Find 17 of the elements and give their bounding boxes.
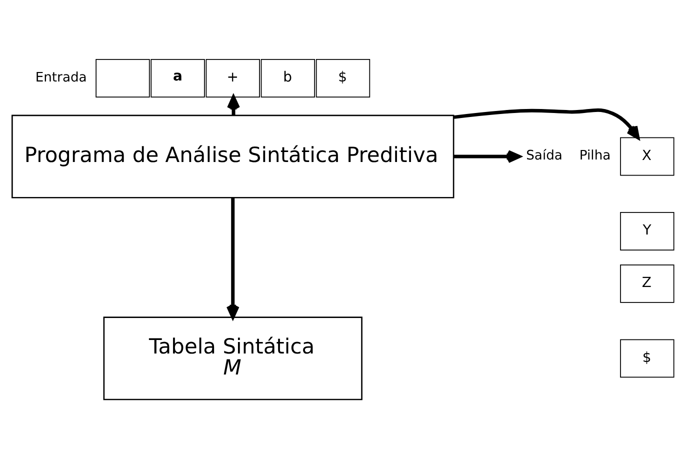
node-box bbox=[96, 59, 150, 98]
node-box: $ bbox=[316, 59, 370, 98]
arrow bbox=[454, 108, 640, 140]
node-label: Pilha bbox=[579, 148, 611, 164]
arrow bbox=[226, 198, 240, 319]
node-box: Z bbox=[620, 264, 674, 303]
label: Entrada bbox=[35, 70, 87, 86]
node-box: Y bbox=[620, 212, 674, 250]
arrow bbox=[454, 150, 521, 163]
node-text: Saída bbox=[526, 148, 562, 164]
node-box: a bbox=[150, 59, 205, 98]
node-box: + bbox=[206, 59, 260, 98]
node-box: b bbox=[260, 59, 316, 98]
node-box: X bbox=[620, 137, 674, 176]
node-box: $ bbox=[620, 339, 674, 378]
node-box: Programa de Análise Sintática Preditiva bbox=[12, 114, 454, 198]
node-box: Tabela Sintática M bbox=[103, 316, 362, 400]
